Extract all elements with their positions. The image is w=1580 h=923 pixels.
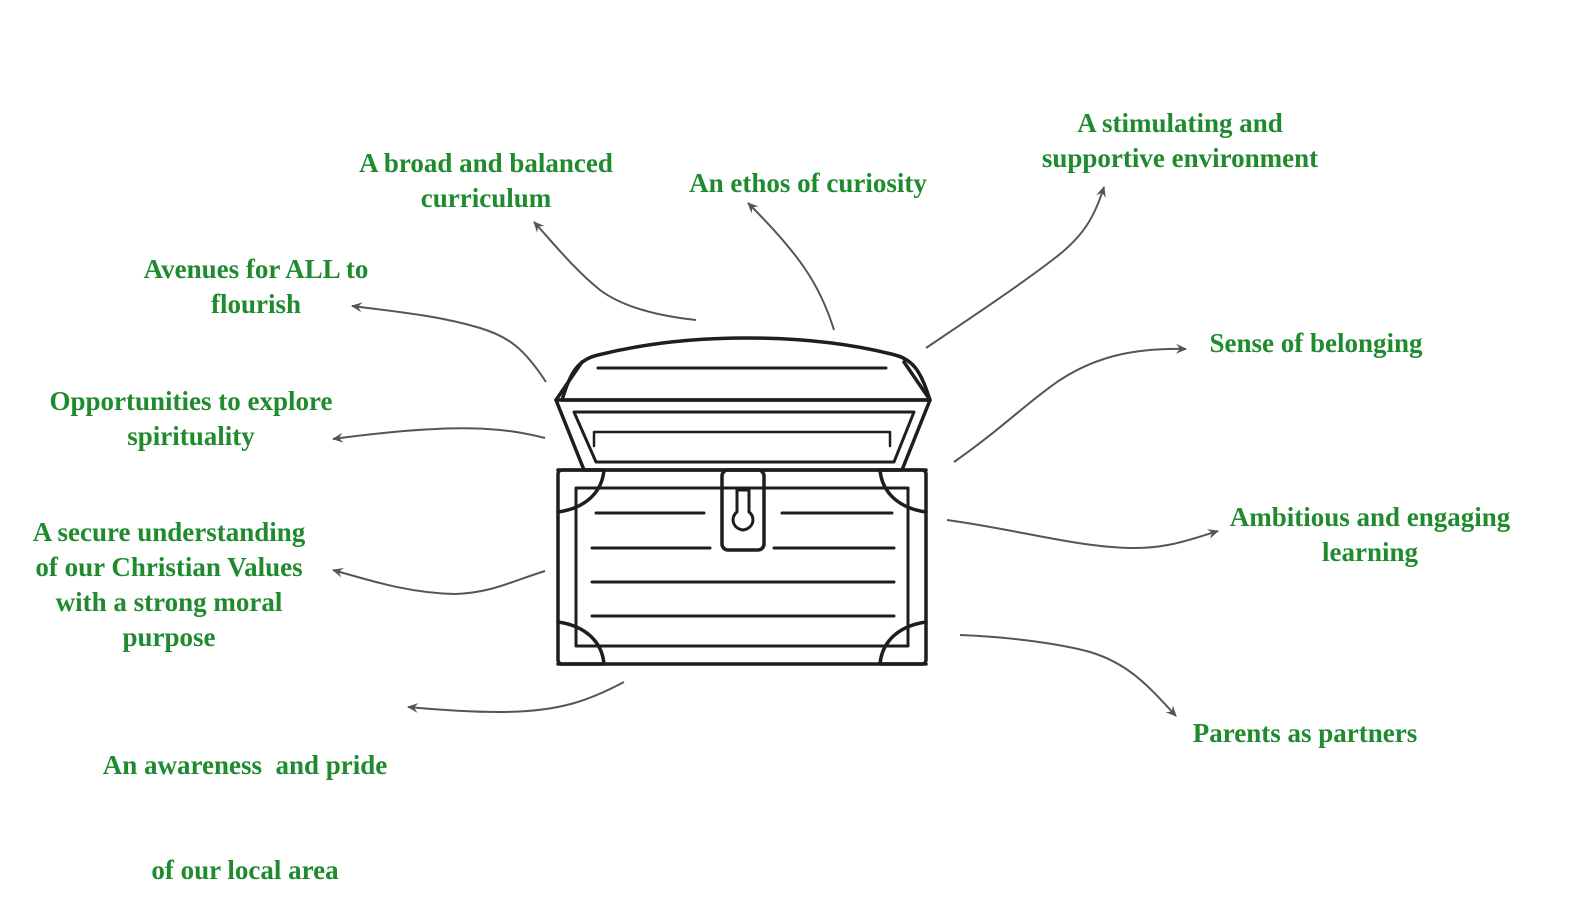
label-line: A stimulating and <box>1077 108 1283 138</box>
label-line: learning <box>1321 537 1419 567</box>
label-local-awareness: An awareness and pride of our local area <box>103 678 388 923</box>
label-explore-spirituality: Opportunities to explore spirituality <box>50 384 333 454</box>
arrow-avenues <box>351 302 547 383</box>
label-line: purpose <box>122 622 216 652</box>
treasure-chest-icon <box>554 336 932 666</box>
label-line: An awareness and pride <box>102 750 388 780</box>
label-line: supportive environment <box>1041 143 1319 173</box>
label-sense-belonging: Sense of belonging <box>1209 326 1422 361</box>
label-line: An ethos of curiosity <box>689 168 927 198</box>
arrow-parents <box>959 634 1177 717</box>
arrow-stimulating <box>925 186 1106 349</box>
arrow-ambitious <box>946 519 1219 550</box>
label-line: of our local area <box>151 855 339 885</box>
label-line: spirituality <box>127 421 255 451</box>
label-line: Avenues for ALL to <box>143 254 369 284</box>
label-ethos-curiosity: An ethos of curiosity <box>689 166 927 201</box>
label-line: A secure understanding <box>32 517 306 547</box>
connector-arrows <box>332 186 1219 717</box>
diagram-canvas <box>332 186 1219 717</box>
arrow-belonging <box>953 343 1187 463</box>
label-line: Parents as partners <box>1192 718 1418 748</box>
label-stimulating-environment: A stimulating and supportive environment <box>1042 106 1318 176</box>
label-line: of our Christian Values <box>35 552 303 582</box>
arrow-awareness <box>407 681 625 714</box>
label-line: Opportunities to explore <box>49 386 333 416</box>
label-line: Sense of belonging <box>1209 328 1423 358</box>
label-ambitious-learning: Ambitious and engaging learning <box>1230 500 1511 570</box>
label-broad-curriculum: A broad and balanced curriculum <box>359 146 613 216</box>
arrow-christian <box>332 567 546 596</box>
label-line: flourish <box>210 289 302 319</box>
label-christian-values: A secure understanding of our Christian … <box>33 515 306 655</box>
label-line: Ambitious and engaging <box>1229 502 1511 532</box>
label-line: A broad and balanced <box>359 148 613 178</box>
label-line: curriculum <box>420 183 552 213</box>
label-line: with a strong moral <box>55 587 283 617</box>
arrow-curiosity <box>747 202 835 331</box>
arrow-broad <box>533 221 697 321</box>
arrow-spirituality <box>332 427 546 443</box>
label-avenues-flourish: Avenues for ALL to flourish <box>144 252 369 322</box>
label-parents-partners: Parents as partners <box>1193 716 1417 751</box>
